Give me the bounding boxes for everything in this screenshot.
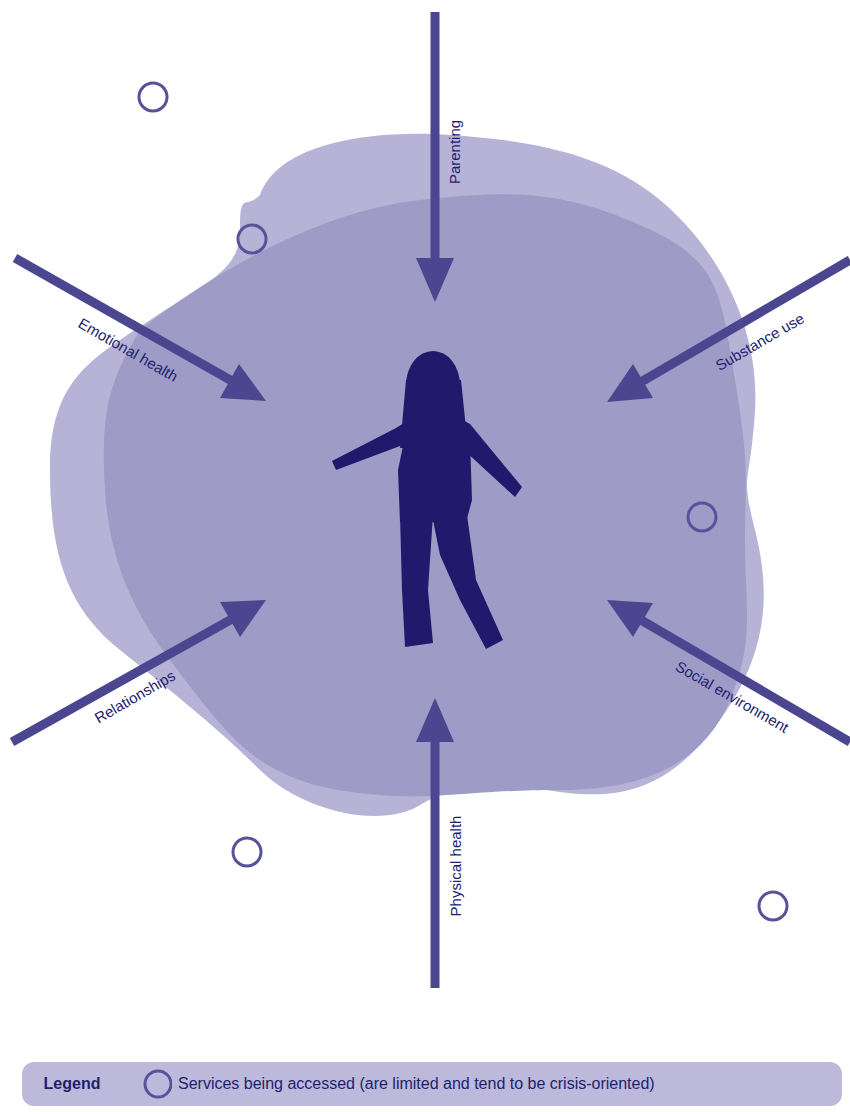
service-circle <box>233 838 261 866</box>
arrow-head <box>607 600 653 637</box>
service-circle <box>139 83 167 111</box>
arrow-line <box>641 620 850 742</box>
service-circle <box>688 503 716 531</box>
arrow-label: Parenting <box>446 120 464 184</box>
left-leg <box>400 515 433 647</box>
arrow-line <box>15 258 232 381</box>
arrow-head <box>416 258 454 302</box>
service-circle <box>759 892 787 920</box>
arrow-line <box>431 738 440 988</box>
right-arm <box>455 416 522 497</box>
legend-swatch <box>140 1069 172 1099</box>
arrow-head <box>220 600 266 637</box>
legend-swatch-circle <box>145 1071 171 1097</box>
arrows <box>12 12 850 988</box>
legend-heading: Legend <box>44 1075 101 1093</box>
arrow-line <box>431 12 440 262</box>
left-arm <box>332 418 416 470</box>
inner-blob <box>104 194 747 796</box>
arrow-head <box>416 698 454 742</box>
arrow-line <box>12 619 232 742</box>
arrow-head <box>220 364 266 401</box>
legend-text: Services being accessed (are limited and… <box>178 1075 655 1093</box>
outer-blob <box>50 134 764 816</box>
person-silhouette <box>332 351 522 649</box>
arrow-line <box>641 260 850 382</box>
right-leg <box>432 515 503 649</box>
service-circle <box>238 225 266 253</box>
service-circles <box>139 83 787 920</box>
legend-band <box>22 1062 842 1106</box>
arrow-label: Physical health <box>447 816 465 917</box>
arrow-head <box>607 364 653 402</box>
legend-entry: Services being accessed (are limited and… <box>140 1069 655 1099</box>
